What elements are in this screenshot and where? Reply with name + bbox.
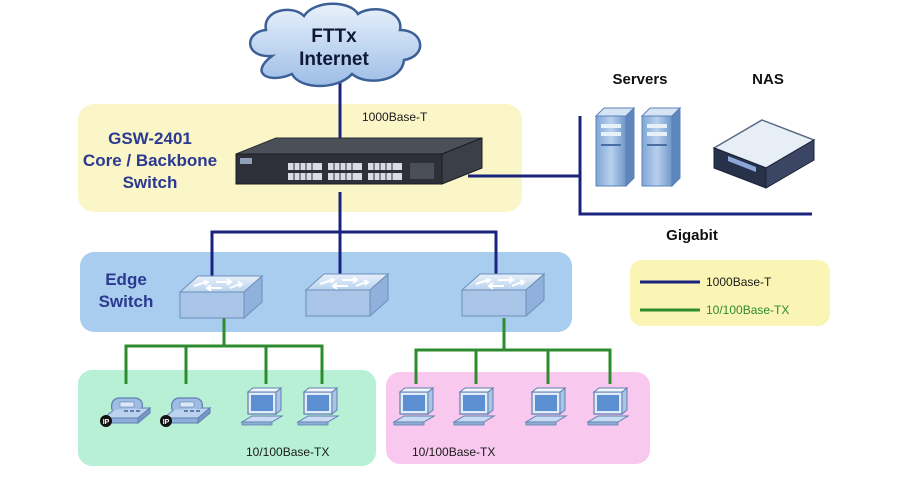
pc-icon xyxy=(453,387,495,426)
lan-right-zone xyxy=(386,372,650,464)
core-switch-name: GSW-2401 xyxy=(108,129,192,148)
nas-label: NAS xyxy=(752,71,784,88)
ip-badge-text: IP xyxy=(103,419,110,426)
edge-switch-icon xyxy=(179,275,263,319)
lan-right-label: 10/100Base-TX xyxy=(412,445,495,459)
core-uplink-label: 1000Base-T xyxy=(362,110,428,124)
ip-badge-icon: IP xyxy=(160,415,172,427)
edge-switch-icon xyxy=(461,273,545,317)
fast-links xyxy=(124,318,612,384)
pc-icon xyxy=(241,387,283,426)
pc-icon xyxy=(525,387,567,426)
server-tower-icon xyxy=(595,107,635,187)
server-tower-icon xyxy=(641,107,681,187)
pc-icon xyxy=(297,387,339,426)
edge-switch-icon xyxy=(305,273,389,317)
cloud-line2: Internet xyxy=(299,49,369,70)
legend-item2: 10/100Base-TX xyxy=(706,303,789,317)
pc-icon xyxy=(393,387,435,426)
lan-left-label: 10/100Base-TX xyxy=(246,445,329,459)
nas-device-icon xyxy=(712,119,816,189)
gigabit-label: Gigabit xyxy=(666,227,718,244)
core-switch-icon xyxy=(235,137,483,185)
servers-label: Servers xyxy=(612,71,667,88)
internet-cloud-icon: FTTx Internet xyxy=(248,2,422,88)
edge-label-line2: Switch xyxy=(99,292,154,311)
lan-left-zone xyxy=(78,370,376,466)
core-switch-line2: Core / Backbone xyxy=(83,151,217,170)
cloud-line1: FTTx xyxy=(311,26,357,47)
core-switch-line3: Switch xyxy=(123,173,178,192)
edge-label-line1: Edge xyxy=(105,270,147,289)
ip-badge-text: IP xyxy=(163,419,170,426)
pc-icon xyxy=(587,387,629,426)
ip-badge-icon: IP xyxy=(100,415,112,427)
legend-item1: 1000Base-T xyxy=(706,275,772,289)
